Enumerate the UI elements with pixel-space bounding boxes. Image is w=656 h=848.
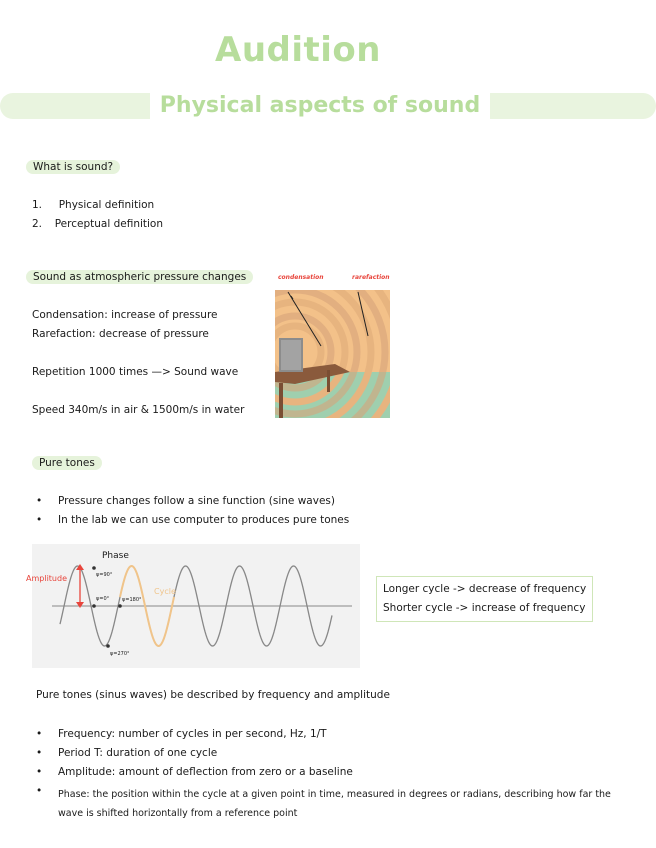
heading-pure-tones: Pure tones (32, 456, 102, 470)
list-item: 1. Physical definition (32, 199, 154, 211)
text-line: Speed 340m/s in air & 1500m/s in water (32, 404, 245, 416)
pure-tones-description: Pure tones (sinus waves) be described by… (36, 689, 390, 701)
list-text: Period T: duration of one cycle (58, 747, 218, 759)
label-phase-90: ψ=90° (96, 572, 113, 578)
list-item: • In the lab we can use computer to produ… (36, 514, 349, 526)
text-line: Repetition 1000 times —> Sound wave (32, 366, 239, 378)
label-phase-0: ψ=0° (96, 596, 110, 602)
page-subtitle: Physical aspects of sound (150, 90, 490, 122)
heading-pressure-changes: Sound as atmospheric pressure changes (26, 270, 254, 284)
heading-what-is-sound: What is sound? (26, 160, 121, 174)
sine-wave-figure: Phase Amplitude Cycle ψ=90° ψ=0° ψ=180° … (26, 544, 360, 668)
list-number: 2. (32, 218, 43, 230)
list-text: Perceptual definition (54, 218, 164, 230)
text-line: Rarefaction: decrease of pressure (32, 328, 209, 340)
callout-line: Shorter cycle -> increase of frequency (383, 602, 586, 614)
subtitle-band-right (478, 93, 656, 119)
bullet-icon: • (36, 766, 43, 778)
list-item: • Period T: duration of one cycle (36, 747, 217, 759)
subtitle-band-left (0, 93, 163, 119)
sine-wave-line (59, 565, 333, 647)
label-phase-180: ψ=180° (122, 597, 142, 603)
label-amplitude: Amplitude (26, 574, 67, 583)
callout-line: Longer cycle -> decrease of frequency (383, 583, 587, 595)
list-text: Amplitude: amount of deflection from zer… (58, 766, 353, 778)
label-phase-270: ψ=270° (110, 651, 130, 657)
bullet-icon: • (36, 728, 43, 740)
list-item: • Phase: the position within the cycle at… (36, 785, 636, 823)
speaker-wave-image (275, 290, 390, 418)
bullet-icon: • (36, 785, 43, 797)
cycle-highlight (119, 565, 175, 647)
bullet-icon: • (36, 747, 43, 759)
list-item: • Pressure changes follow a sine function… (36, 495, 335, 507)
list-text: Pressure changes follow a sine function … (58, 495, 335, 507)
text-line: Condensation: increase of pressure (32, 309, 218, 321)
list-text: Phase: the position within the cycle at … (58, 789, 611, 819)
label-phase: Phase (102, 551, 129, 561)
list-item: 2. Perceptual definition (32, 218, 163, 230)
frequency-callout: Longer cycle -> decrease of frequency Sh… (376, 576, 594, 622)
list-text: In the lab we can use computer to produc… (58, 514, 350, 526)
label-cycle: Cycle (154, 587, 176, 596)
list-item: • Frequency: number of cycles in per seco… (36, 728, 327, 740)
list-item: • Amplitude: amount of deflection from ze… (36, 766, 353, 778)
bullet-icon: • (36, 514, 43, 526)
list-text: Frequency: number of cycles in per secon… (58, 728, 327, 740)
bullet-icon: • (36, 495, 43, 507)
page-title: Audition (215, 30, 381, 70)
list-number: 1. (32, 199, 43, 211)
label-condensation: condensation (278, 274, 324, 281)
list-text: Physical definition (58, 199, 155, 211)
label-rarefaction: rarefaction (352, 274, 390, 281)
sine-wave-graph (52, 564, 352, 648)
sound-wave-illustration: condensation rarefaction (270, 272, 395, 420)
